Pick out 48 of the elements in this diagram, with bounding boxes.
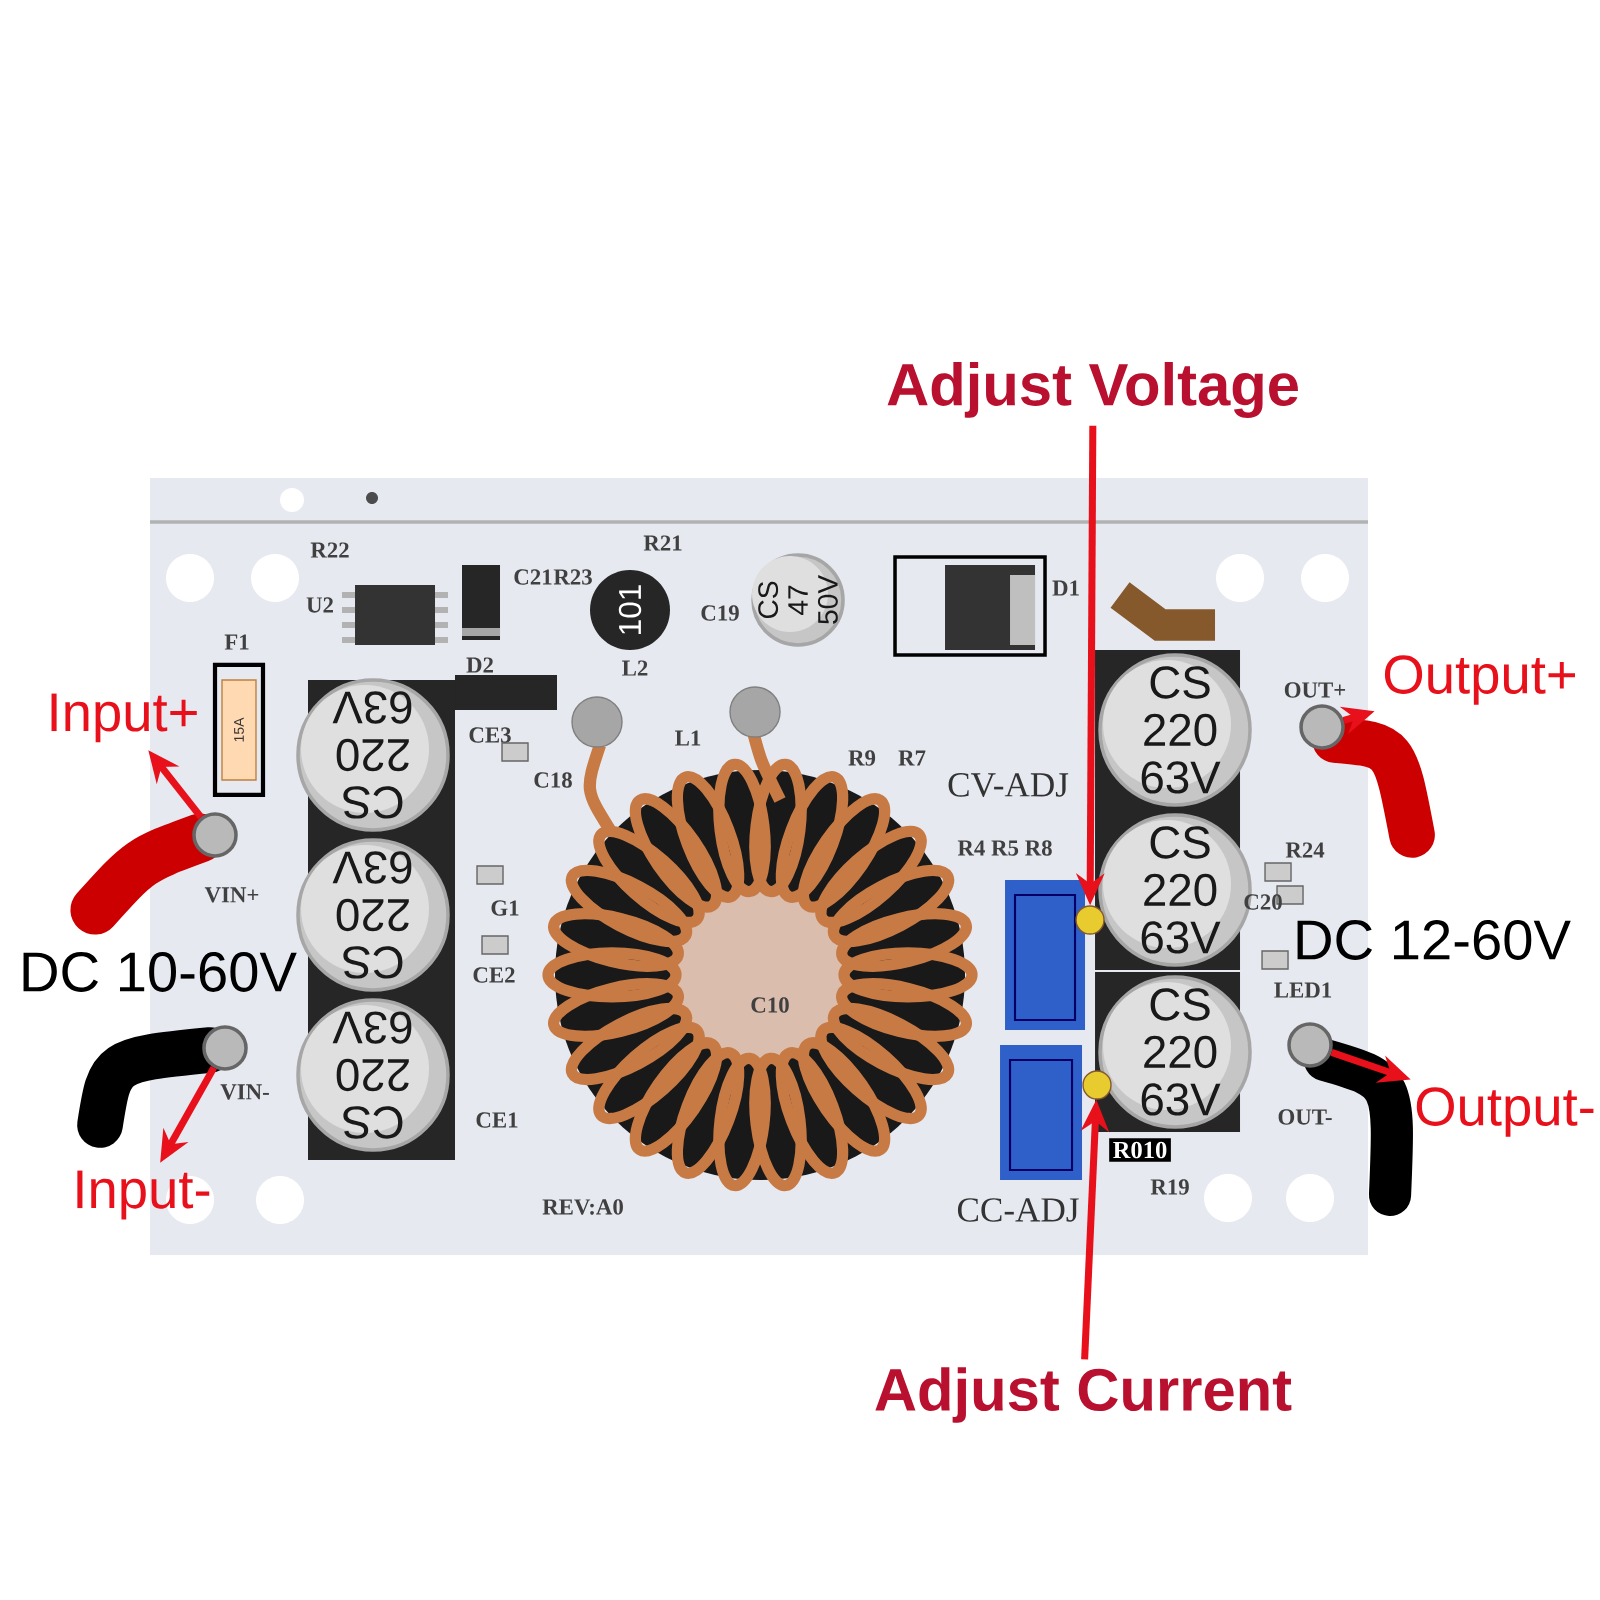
silkscreen-label: VIN- [220, 1084, 269, 1100]
silkscreen-label: D1 [1052, 580, 1079, 596]
silkscreen-label: R19 [1150, 1179, 1189, 1195]
silkscreen-label: OUT- [1278, 1109, 1332, 1125]
annotation-label: Output- [1416, 1087, 1594, 1137]
annotation-label: Output+ [1384, 655, 1575, 705]
resistor-marking: R010 [1109, 1138, 1171, 1162]
silkscreen-label: U2 [306, 597, 333, 613]
trim-screw [1075, 905, 1105, 935]
inductor-marking: 101 [618, 585, 642, 634]
silkscreen-label: G1 [491, 900, 519, 916]
silkscreen-label: VIN+ [204, 887, 259, 903]
silkscreen-label: LED1 [1274, 982, 1332, 998]
silkscreen-label: REV:A0 [542, 1199, 623, 1215]
silkscreen-label: OUT+ [1284, 682, 1346, 698]
annotation-label: Adjust Voltage [887, 362, 1298, 418]
silkscreen-label: C20 [1244, 894, 1282, 910]
silkscreen-label: R23 [553, 569, 592, 585]
silkscreen-label: C10 [751, 997, 789, 1013]
capacitor-marking: CS 220 63V [1141, 826, 1221, 954]
capacitor-marking: CS 220 63V [332, 1011, 412, 1139]
capacitor-marking: CS 220 63V [1141, 666, 1221, 794]
silkscreen-label: R21 [643, 535, 682, 551]
voltage-range-label: DC 10-60V [23, 952, 297, 992]
silkscreen-label: C18 [534, 772, 572, 788]
annotation-label: Input- [77, 1170, 210, 1220]
silkscreen-label: R7 [898, 750, 926, 766]
silkscreen-label: CC-ADJ [957, 1198, 1079, 1222]
silkscreen-label: R24 [1285, 842, 1325, 858]
silkscreen-label: CE3 [469, 727, 511, 743]
silkscreen-label: C19 [701, 605, 739, 621]
silkscreen-label: R9 [848, 750, 876, 766]
silkscreen-label: CE1 [476, 1112, 518, 1128]
capacitor-marking: CS 220 63V [332, 851, 412, 979]
capacitor-marking: CS 220 63V [1141, 988, 1221, 1116]
silkscreen-label: L1 [675, 730, 701, 746]
silkscreen-label: R22 [310, 542, 349, 558]
silkscreen-label: CV-ADJ [948, 773, 1069, 797]
silkscreen-label: CE2 [473, 967, 515, 983]
silkscreen-label: L2 [622, 660, 648, 676]
silkscreen-label: D2 [466, 657, 493, 673]
capacitor-marking: CS 47 50V [758, 575, 838, 624]
trim-screw [1082, 1070, 1112, 1100]
silkscreen-label: F1 [224, 634, 249, 650]
fuse-marking: 15A [234, 717, 244, 742]
annotation-label: Adjust Current [875, 1367, 1292, 1423]
silkscreen-label: C21 [514, 569, 552, 585]
annotation-label: Input+ [51, 693, 197, 743]
